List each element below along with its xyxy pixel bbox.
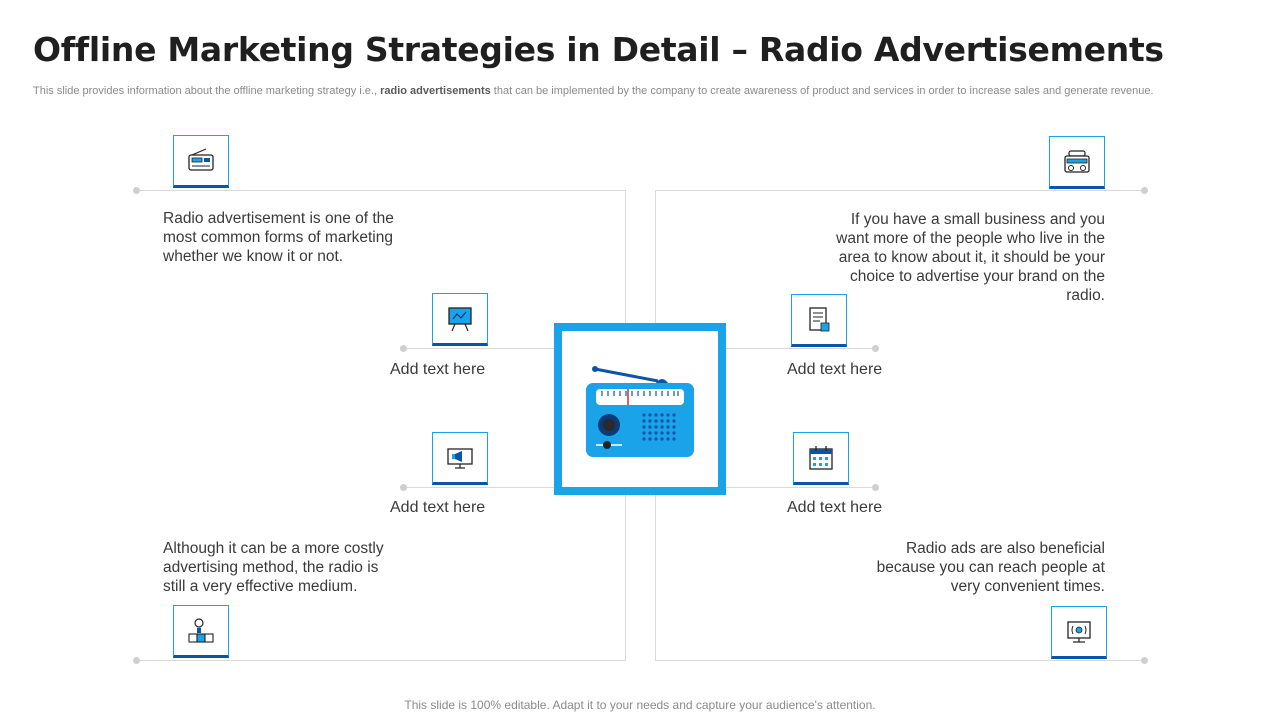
- boombox-icon: [1064, 149, 1090, 173]
- subtitle-bold: radio advertisements: [380, 85, 491, 97]
- boombox-icon-box: [1049, 136, 1105, 189]
- radio-icon: [586, 366, 694, 457]
- radio-icon-box: [173, 135, 229, 188]
- megaphone-screen-icon-box: [432, 432, 488, 485]
- megaphone-screen-icon: [447, 447, 473, 469]
- radio-icon: [188, 147, 214, 171]
- footer-note: This slide is 100% editable. Adapt it to…: [404, 698, 876, 712]
- coins-cost-icon: [188, 617, 214, 643]
- inner-line-upper-left: [404, 348, 556, 349]
- broadcast-monitor-icon-box: [1051, 606, 1107, 659]
- document-icon: [809, 306, 830, 331]
- inner-line-lower-right: [724, 487, 876, 488]
- bottom-left-divider: [137, 660, 625, 661]
- presentation-board-icon: [448, 306, 472, 331]
- center-radio-frame: [554, 323, 726, 495]
- document-icon-box: [791, 294, 847, 347]
- inner-line-upper-right: [724, 348, 876, 349]
- coins-cost-icon-box: [173, 605, 229, 658]
- bottom-right-text: Radio ads are also beneficial because yo…: [876, 540, 1105, 595]
- slide-title: Offline Marketing Strategies in Detail –…: [33, 30, 1164, 69]
- top-right-text: If you have a small business and you wan…: [836, 211, 1105, 304]
- connector-dot: [400, 345, 407, 352]
- subtitle-suffix: that can be implemented by the company t…: [490, 85, 1154, 97]
- bottom-left-text: Although it can be a more costly adverti…: [163, 540, 384, 595]
- top-right-divider: [655, 190, 1145, 191]
- connector-dot: [872, 484, 879, 491]
- presentation-board-icon-box: [432, 293, 488, 346]
- top-left-text: Radio advertisement is one of the most c…: [163, 210, 394, 265]
- lower-right-label: Add text here: [787, 499, 883, 516]
- upper-right-label: Add text here: [787, 361, 883, 378]
- connector-dot: [133, 657, 140, 664]
- calendar-icon-box: [793, 432, 849, 485]
- connector-dot: [1141, 187, 1148, 194]
- slide-subtitle: This slide provides information about th…: [33, 84, 1173, 98]
- connector-dot: [133, 187, 140, 194]
- lower-left-label: Add text here: [390, 499, 486, 516]
- connector-dot: [400, 484, 407, 491]
- top-left-divider: [137, 190, 625, 191]
- bottom-right-divider: [655, 660, 1145, 661]
- subtitle-prefix: This slide provides information about th…: [33, 85, 381, 97]
- connector-dot: [872, 345, 879, 352]
- upper-left-label: Add text here: [390, 361, 486, 378]
- connector-dot: [1141, 657, 1148, 664]
- inner-line-lower-left: [404, 487, 556, 488]
- broadcast-monitor-icon: [1067, 620, 1091, 643]
- calendar-icon: [809, 445, 833, 470]
